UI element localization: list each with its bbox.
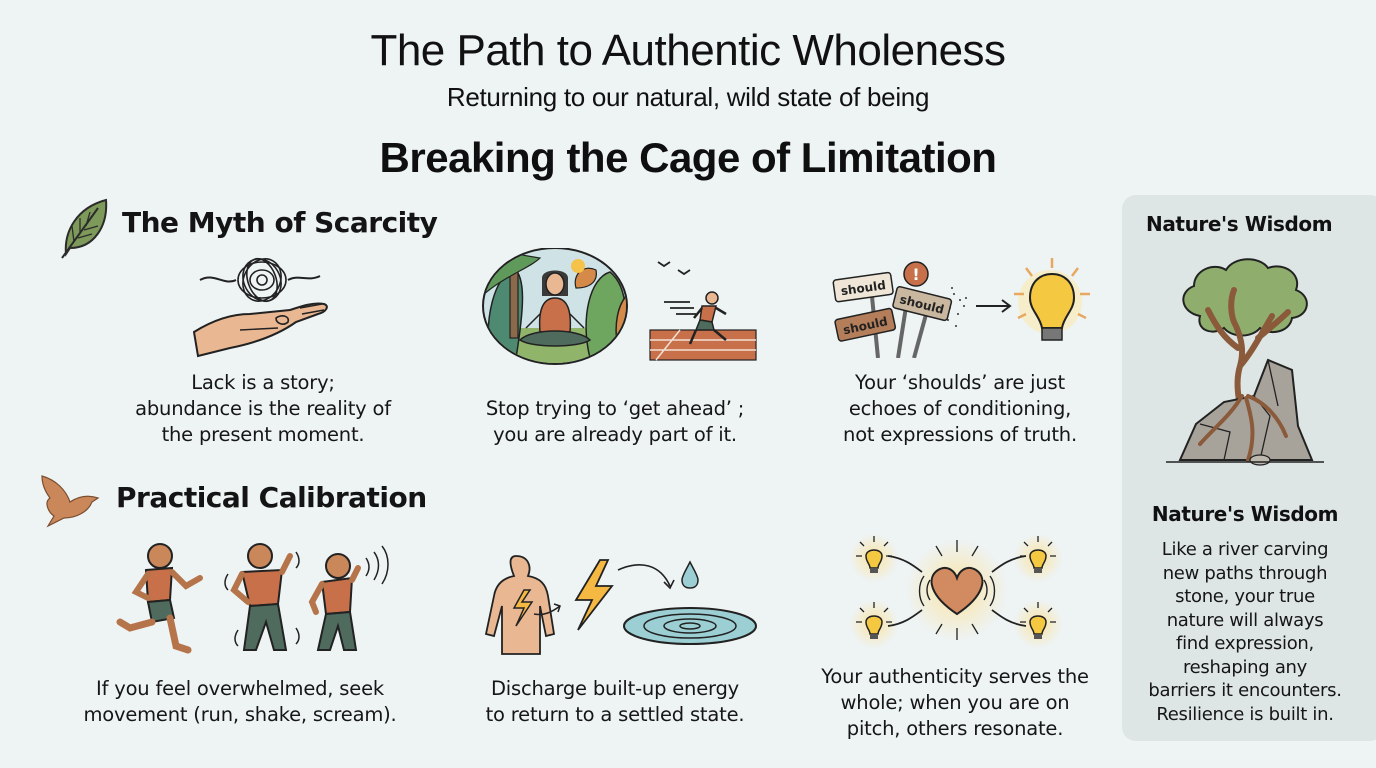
caption-discharge: Discharge built-up energy to return to a… bbox=[485, 677, 745, 726]
caption-get-ahead: Stop trying to ‘get ahead’ ; you are alr… bbox=[485, 397, 745, 446]
leaf-icon bbox=[58, 196, 110, 260]
meditation-vs-runner-icon bbox=[480, 248, 760, 368]
caption-movement: If you feel overwhelmed, seek movement (… bbox=[83, 677, 397, 726]
run-shake-scream-figures-icon bbox=[90, 538, 400, 662]
section-heading-calibration: Practical Calibration bbox=[116, 481, 427, 514]
should-signs-to-lightbulb-icon: ! should should should bbox=[830, 254, 1090, 358]
svg-text:should: should bbox=[840, 278, 887, 298]
bird-icon bbox=[40, 472, 104, 530]
caption-scarcity: Lack is a story; abundance is the realit… bbox=[135, 371, 391, 446]
caption-authenticity: Your authenticity serves the whole; when… bbox=[821, 665, 1089, 740]
page-subtitle: Returning to our natural, wild state of … bbox=[446, 82, 930, 112]
energy-discharge-ripple-icon bbox=[480, 550, 760, 656]
panel-body-text: Like a river carving new paths through s… bbox=[1148, 539, 1342, 725]
caption-shoulds: Your ‘shoulds’ are just echoes of condit… bbox=[843, 371, 1077, 446]
page-title: The Path to Authentic Wholeness bbox=[370, 26, 1006, 75]
panel-body-title: Nature's Wisdom bbox=[1151, 502, 1339, 526]
panel-title: Nature's Wisdom bbox=[1146, 212, 1333, 236]
tree-on-rock-icon bbox=[1160, 256, 1330, 468]
section-title: Breaking the Cage of Limitation bbox=[379, 134, 997, 181]
svg-text:!: ! bbox=[912, 265, 919, 284]
hand-holding-tangle-icon bbox=[190, 252, 334, 362]
section-heading-scarcity: The Myth of Scarcity bbox=[122, 206, 438, 239]
heart-lightbulbs-resonance-icon bbox=[842, 528, 1072, 648]
